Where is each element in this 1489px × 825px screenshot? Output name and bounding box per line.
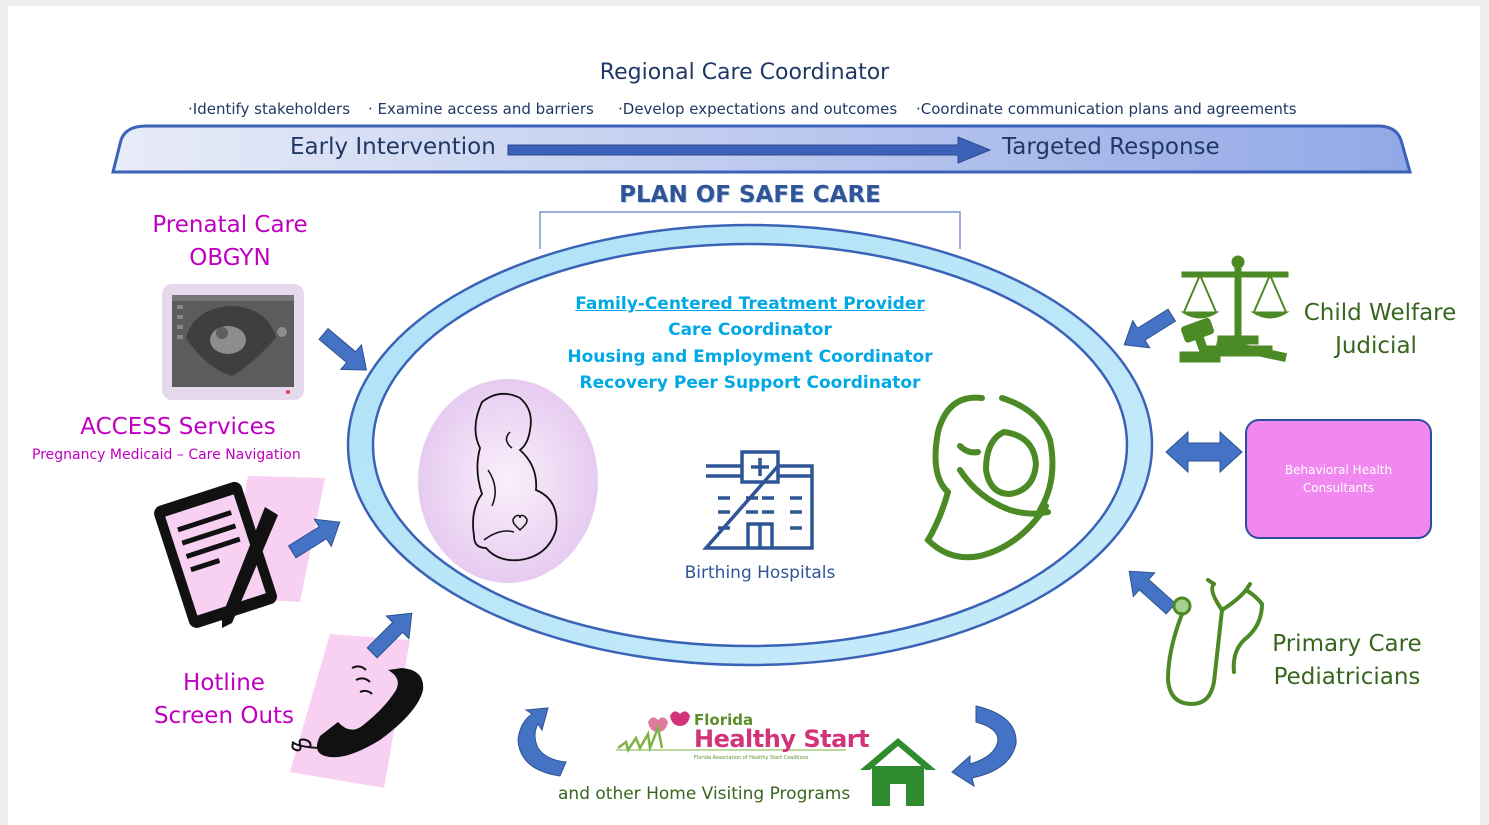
ultrasound-icon xyxy=(162,284,304,400)
birthing-hospitals-label: Birthing Hospitals xyxy=(684,563,836,583)
banner-arrow xyxy=(507,136,992,164)
pregnant-woman-icon xyxy=(418,379,598,583)
stethoscope-icon xyxy=(1165,578,1265,707)
arrow-child-welfare xyxy=(1123,308,1177,349)
bullet-coordinate-communication: ·Coordinate communication plans and agre… xyxy=(916,100,1297,118)
judicial-label: Judicial xyxy=(1335,333,1417,359)
primary-care-label: Primary Care xyxy=(1272,631,1422,657)
arrow-prenatal xyxy=(318,327,368,371)
early-intervention-label: Early Intervention xyxy=(290,134,496,160)
screen-outs-label: Screen Outs xyxy=(153,703,295,729)
curved-arrow-right xyxy=(951,705,1017,788)
phone-icon xyxy=(290,634,424,788)
healthy-start-logo-small: Florida xyxy=(694,711,754,729)
hospital-icon xyxy=(702,450,814,550)
arrow-access xyxy=(287,518,341,559)
hotline-label: Hotline xyxy=(183,670,265,696)
plan-bracket xyxy=(539,211,961,249)
access-services-label: ACCESS Services xyxy=(80,414,276,440)
arrow-hotline xyxy=(366,612,413,659)
mother-baby-icon xyxy=(924,394,1056,561)
plan-of-safe-care-title: PLAN OF SAFE CARE xyxy=(619,182,881,208)
behavioral-health-label: Behavioral Health Consultants xyxy=(1284,463,1393,495)
clipboard-pen-icon xyxy=(154,476,325,628)
child-welfare-label: Child Welfare xyxy=(1303,300,1457,326)
coordinator-recovery-peer: Recovery Peer Support Coordinator xyxy=(579,373,921,393)
healthy-start-logo-big: Healthy Start xyxy=(694,725,870,753)
prenatal-care-label: Prenatal Care xyxy=(152,212,308,238)
house-icon xyxy=(860,738,936,806)
pregnancy-medicaid-label: Pregnancy Medicaid – Care Navigation xyxy=(32,447,301,463)
coordinator-housing-employment: Housing and Employment Coordinator xyxy=(567,347,933,367)
bullet-identify-stakeholders: ·Identify stakeholders xyxy=(188,100,351,118)
scales-gavel-icon xyxy=(1179,255,1290,363)
coordinator-care: Care Coordinator xyxy=(668,320,832,340)
arrow-primary-care xyxy=(1128,570,1177,615)
bullet-examine-access: · Examine access and barriers xyxy=(368,100,594,118)
coordinator-family-centered: Family-Centered Treatment Provider xyxy=(575,294,925,314)
bullet-develop-expectations: ·Develop expectations and outcomes xyxy=(618,100,898,118)
tulip-icon xyxy=(616,711,846,754)
home-visiting-caption: and other Home Visiting Programs xyxy=(558,784,851,804)
arrow-behavioral-bidirectional xyxy=(1165,430,1243,474)
curved-arrow-left xyxy=(517,707,567,777)
regional-care-coordinator-title: Regional Care Coordinator xyxy=(599,60,890,85)
pediatricians-label: Pediatricians xyxy=(1273,664,1421,690)
targeted-response-label: Targeted Response xyxy=(1002,134,1220,160)
behavioral-health-box: Behavioral Health Consultants xyxy=(1245,419,1432,539)
obgyn-label: OBGYN xyxy=(189,245,271,271)
healthy-start-logo-tagline: Florida Association of Healthy Start Coa… xyxy=(694,755,809,761)
